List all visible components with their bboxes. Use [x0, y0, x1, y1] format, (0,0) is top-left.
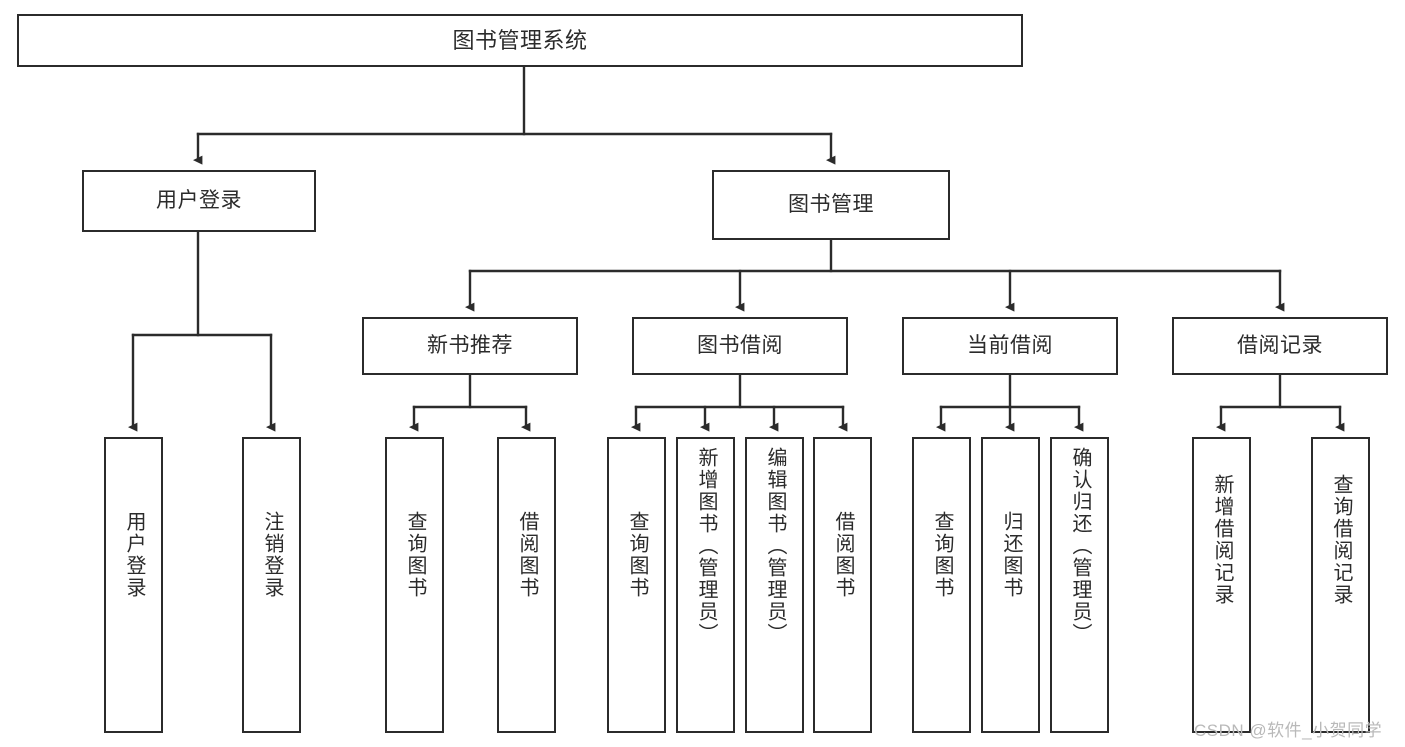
node-leaf-borrow-book-2[interactable]: 借阅图书 — [813, 437, 872, 733]
node-new-book-rec[interactable]: 新书推荐 — [362, 317, 578, 375]
node-leaf-query-record-label: 查询借阅记录 — [1330, 474, 1352, 606]
node-leaf-confirm-return-label: 确认归还（管理员） — [1069, 447, 1091, 645]
node-leaf-add-record-label: 新增借阅记录 — [1211, 474, 1233, 606]
node-leaf-borrow-book-1[interactable]: 借阅图书 — [497, 437, 556, 733]
node-leaf-query-book-3[interactable]: 查询图书 — [912, 437, 971, 733]
node-leaf-user-login[interactable]: 用户登录 — [104, 437, 163, 733]
node-current-borrow[interactable]: 当前借阅 — [902, 317, 1118, 375]
node-leaf-query-record[interactable]: 查询借阅记录 — [1311, 437, 1370, 733]
node-leaf-add-book-label: 新增图书（管理员） — [695, 447, 717, 645]
node-book-borrow[interactable]: 图书借阅 — [632, 317, 848, 375]
node-leaf-add-book[interactable]: 新增图书（管理员） — [676, 437, 735, 733]
node-book-manage-label: 图书管理 — [788, 192, 874, 216]
node-leaf-query-book-2-label: 查询图书 — [626, 511, 648, 599]
node-root-label: 图书管理系统 — [452, 27, 588, 53]
node-leaf-logout-label: 注销登录 — [261, 511, 283, 599]
node-new-book-rec-label: 新书推荐 — [427, 333, 513, 357]
node-leaf-borrow-book-2-label: 借阅图书 — [832, 511, 854, 599]
csdn-watermark: CSDN @软件_小贺同学 — [1194, 721, 1383, 740]
node-borrow-record[interactable]: 借阅记录 — [1172, 317, 1388, 375]
node-leaf-return-book-label: 归还图书 — [1000, 511, 1022, 599]
node-book-borrow-label: 图书借阅 — [697, 333, 783, 357]
node-leaf-logout[interactable]: 注销登录 — [242, 437, 301, 733]
node-leaf-edit-book[interactable]: 编辑图书（管理员） — [745, 437, 804, 733]
node-leaf-return-book[interactable]: 归还图书 — [981, 437, 1040, 733]
node-user-login-label: 用户登录 — [156, 188, 242, 212]
node-leaf-query-book-1-label: 查询图书 — [404, 511, 426, 599]
node-leaf-edit-book-label: 编辑图书（管理员） — [764, 447, 786, 645]
node-current-borrow-label: 当前借阅 — [967, 333, 1053, 357]
node-leaf-add-record[interactable]: 新增借阅记录 — [1192, 437, 1251, 733]
node-book-manage[interactable]: 图书管理 — [712, 170, 950, 240]
node-leaf-query-book-2[interactable]: 查询图书 — [607, 437, 666, 733]
node-root[interactable]: 图书管理系统 — [17, 14, 1023, 67]
node-borrow-record-label: 借阅记录 — [1237, 333, 1323, 357]
node-leaf-borrow-book-1-label: 借阅图书 — [516, 511, 538, 599]
node-leaf-user-login-label: 用户登录 — [123, 511, 145, 599]
node-leaf-confirm-return[interactable]: 确认归还（管理员） — [1050, 437, 1109, 733]
node-user-login[interactable]: 用户登录 — [82, 170, 316, 232]
node-leaf-query-book-3-label: 查询图书 — [931, 511, 953, 599]
node-leaf-query-book-1[interactable]: 查询图书 — [385, 437, 444, 733]
